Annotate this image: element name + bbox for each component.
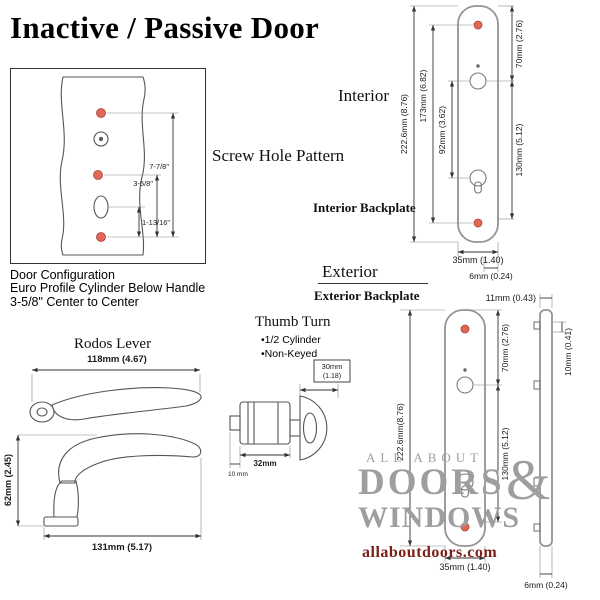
dim-label-int-edge: 6mm (0.24) xyxy=(469,271,513,281)
extension-lines xyxy=(229,384,339,468)
logo-ampersand: & xyxy=(506,449,551,512)
screw-pattern-drawing: 7-7/8" 3-5/8" 1-13/16" xyxy=(59,76,179,256)
exterior-backplate-label: Exterior Backplate xyxy=(314,288,420,303)
logo-tagline: ALL ABOUT xyxy=(366,450,484,465)
screw-hole-middle xyxy=(93,170,103,180)
cylinder-oval-hole xyxy=(93,195,109,219)
cylinder-body xyxy=(229,401,301,445)
thumb-turn-wing xyxy=(299,395,328,461)
dim-label-lower: 1-13/16" xyxy=(142,218,170,227)
logo-windows-text: WINDOWS xyxy=(358,501,521,534)
page-title: Inactive / Passive Door xyxy=(10,10,320,45)
screw-pattern-box: 7-7/8" 3-5/8" 1-13/16" xyxy=(10,68,206,264)
interior-backplate-label: Interior Backplate xyxy=(313,200,416,215)
extension-lines xyxy=(400,294,566,578)
dim-label-ext-top-to-handle: 70mm (2.76) xyxy=(500,324,510,372)
exterior-screw-bottom xyxy=(460,522,470,532)
dim-label-ext-width: 35mm (1.40) xyxy=(439,562,490,572)
dim-label-lever-top-length: 118mm (4.67) xyxy=(87,354,147,365)
site-logo: ALL ABOUT DOORS & WINDOWS allaboutdoors.… xyxy=(358,450,578,565)
dim-label-ext-thickness: 10mm (0.41) xyxy=(563,328,573,376)
screw-hole-bottom xyxy=(96,232,106,242)
turn-width-callout: 30mm (1.18) xyxy=(313,359,351,383)
thumb-turn-bullets: •1/2 Cylinder •Non-Keyed xyxy=(261,334,330,361)
screw-head xyxy=(93,131,109,147)
exterior-backplate-drawing: 11mm (0.43) 222.6mm(8.76) 70mm (2.76) 13… xyxy=(395,293,573,590)
exterior-heading: Exterior xyxy=(322,262,378,281)
dim-label-tail: 10 mm xyxy=(228,471,248,478)
dim-label-turn-width-mm: 30mm xyxy=(322,362,343,371)
dim-label-ext-top-offset: 11mm (0.43) xyxy=(486,293,536,303)
exterior-euro-cylinder-hole xyxy=(456,473,474,498)
dim-label-body-length: 32mm xyxy=(253,459,276,468)
interior-heading: Interior xyxy=(338,86,389,105)
dim-label-int-height: 222.6mm (8.76) xyxy=(399,94,409,154)
exterior-divider xyxy=(318,283,428,284)
dim-label-upper: 3-5/8" xyxy=(133,179,153,188)
dim-label-overall: 7-7/8" xyxy=(149,162,169,171)
dimension-lines xyxy=(230,387,339,465)
interior-screw-bottom xyxy=(473,218,483,228)
exterior-side-profile xyxy=(533,309,553,547)
dim-label-lever-height: 62mm (2.45) xyxy=(3,454,13,506)
dim-label-int-center-span: 92mm (3.62) xyxy=(437,106,447,154)
extension-lines xyxy=(410,5,514,272)
caption-line-1: Door Configuration xyxy=(10,268,115,282)
dimension-lines xyxy=(15,367,202,539)
dimension-lines xyxy=(136,112,176,238)
dim-label-ext-edge: 6mm (0.24) xyxy=(524,580,568,590)
dim-label-int-width: 35mm (1.40) xyxy=(452,255,503,265)
dim-label-turn-width-in: (1.18) xyxy=(323,373,341,380)
interior-euro-cylinder-hole xyxy=(469,169,487,194)
lever-top-view xyxy=(29,387,202,423)
interior-spindle-mark xyxy=(476,64,480,68)
dim-label-ext-height: 222.6mm(8.76) xyxy=(395,403,405,461)
screw-pattern-heading: Screw Hole Pattern xyxy=(212,146,345,165)
interior-plate xyxy=(457,5,499,243)
dim-label-ext-handle-to-cyl: 130mm (5.12) xyxy=(500,427,510,480)
exterior-spindle-mark xyxy=(463,368,467,372)
door-configuration-caption: Door Configuration Euro Profile Cylinder… xyxy=(10,268,206,309)
exterior-handle-hole xyxy=(456,376,474,394)
door-edge-strip xyxy=(59,76,146,256)
exterior-screw-top xyxy=(460,324,470,334)
lever-drawing: 118mm (4.67) 62mm (2.45) 131mm (5.17) xyxy=(3,354,202,553)
screw-hole-top xyxy=(96,108,106,118)
dim-label-int-screw-span: 173mm (6.82) xyxy=(418,69,428,122)
logo-url: allaboutdoors.com xyxy=(362,544,498,561)
thumb-turn-heading: Thumb Turn xyxy=(255,314,331,330)
dimension-lines xyxy=(411,5,515,269)
dim-label-int-handle-to-cyl: 130mm (5.12) xyxy=(514,123,524,176)
dim-label-int-top-to-handle: 70mm (2.76) xyxy=(514,20,524,68)
thumb-turn-bullet-1: •1/2 Cylinder xyxy=(261,334,321,346)
thumb-turn-bullet-2: •Non-Keyed xyxy=(261,347,318,360)
thumb-turn-drawing: 30mm (1.18) 32mm 10 mm xyxy=(228,359,351,478)
exterior-plate xyxy=(444,309,486,547)
lever-side-view xyxy=(43,433,202,527)
extension-lines xyxy=(18,374,202,540)
thumb-turn-block: Thumb Turn •1/2 Cylinder •Non-Keyed xyxy=(255,314,330,361)
dim-label-lever-side-length: 131mm (5.17) xyxy=(92,542,152,553)
logo-doors-text: DOORS xyxy=(358,462,505,503)
caption-line-3: 3-5/8" Center to Center xyxy=(10,294,139,309)
dimension-lines xyxy=(407,297,563,575)
lever-heading: Rodos Lever xyxy=(74,336,152,352)
interior-backplate-drawing: 222.6mm (8.76) 173mm (6.82) 92mm (3.62) … xyxy=(399,5,524,281)
caption-line-2: Euro Profile Cylinder Below Handle xyxy=(10,281,206,296)
interior-handle-hole xyxy=(469,72,487,90)
interior-screw-top xyxy=(473,20,483,30)
